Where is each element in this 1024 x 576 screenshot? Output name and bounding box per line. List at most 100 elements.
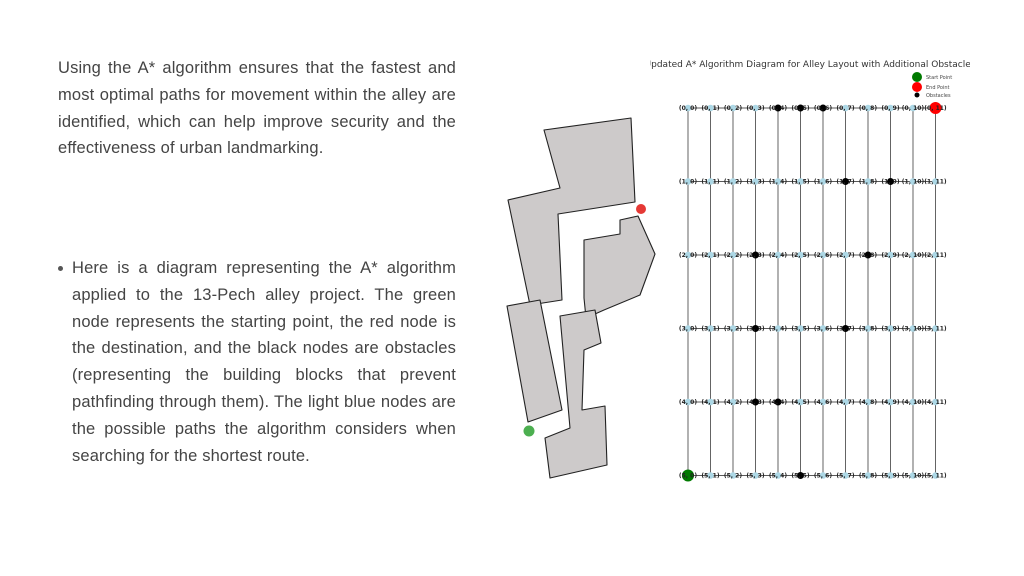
diagram-legend: Start Point End Point Obstacles <box>912 72 952 99</box>
path-node <box>797 325 804 332</box>
path-node <box>707 178 714 185</box>
path-node <box>909 104 917 112</box>
node-label: (2, 7) <box>836 252 854 259</box>
node-label: (5, 5) <box>791 473 809 480</box>
path-node <box>729 104 737 112</box>
diagram-title: Updated A* Algorithm Diagram for Alley L… <box>650 60 970 70</box>
node-label: (4, 2) <box>724 399 742 406</box>
path-node <box>684 398 692 406</box>
node-label: (1, 7) <box>836 179 854 186</box>
obstacle-node <box>842 178 849 185</box>
map-start-node <box>523 425 535 437</box>
node-label: (2, 2) <box>724 252 742 259</box>
node-label: (4, 4) <box>769 399 787 406</box>
node-label: (4, 9) <box>881 399 899 406</box>
path-node <box>797 178 804 185</box>
node-label: (4, 10) <box>902 399 925 406</box>
path-node <box>864 104 872 112</box>
node-label: (4, 5) <box>791 399 809 406</box>
node-label: (0, 2) <box>724 105 742 112</box>
path-node <box>797 398 804 406</box>
node-label: (2, 5) <box>791 252 809 259</box>
legend-start-icon <box>912 72 922 82</box>
path-node <box>887 325 894 332</box>
node-label: (3, 6) <box>814 326 832 333</box>
node-label: (5, 7) <box>836 473 854 480</box>
node-label: (2, 3) <box>746 252 764 259</box>
node-label: (3, 7) <box>836 326 854 333</box>
path-node <box>819 251 827 259</box>
path-node <box>887 104 894 112</box>
path-node <box>864 398 872 406</box>
node-label: (5, 4) <box>769 473 787 480</box>
node-label: (5, 11) <box>924 473 947 480</box>
node-label: (2, 10) <box>902 252 925 259</box>
node-label: (0, 5) <box>791 105 809 112</box>
path-node <box>797 251 804 259</box>
obstacle-node <box>752 325 759 332</box>
obstacle-node <box>864 251 872 259</box>
node-label: (1, 1) <box>701 179 719 186</box>
intro-text-block: Using the A* algorithm ensures that the … <box>58 55 456 162</box>
node-label: (2, 6) <box>814 252 832 259</box>
node-label: (1, 3) <box>746 179 764 186</box>
node-label: (3, 0) <box>679 326 697 333</box>
bullet-paragraph: Here is a diagram representing the A* al… <box>72 259 456 465</box>
node-label: (4, 3) <box>746 399 764 406</box>
node-label: (3, 10) <box>902 326 925 333</box>
legend-start-label: Start Point <box>926 75 952 81</box>
building-block-right <box>583 215 656 319</box>
path-node <box>752 472 759 479</box>
node-label: (0, 11) <box>924 105 947 112</box>
start-node <box>682 469 694 482</box>
obstacle-node <box>752 251 759 259</box>
intro-paragraph: Using the A* algorithm ensures that the … <box>58 59 456 158</box>
node-label: (0, 10) <box>902 105 925 112</box>
path-node <box>774 251 782 259</box>
legend-obstacle-label: Obstacles <box>926 93 951 99</box>
path-node <box>932 178 939 185</box>
node-label: (0, 0) <box>679 105 697 112</box>
node-label: (4, 1) <box>701 399 719 406</box>
building-block-bottom <box>544 309 608 479</box>
node-label: (3, 9) <box>881 326 899 333</box>
obstacle-node <box>752 398 759 406</box>
path-node <box>909 325 917 332</box>
path-node <box>932 251 939 259</box>
path-node <box>684 178 692 185</box>
path-node <box>707 398 714 406</box>
path-node <box>774 178 782 185</box>
node-label: (0, 9) <box>881 105 899 112</box>
node-label: (5, 6) <box>814 473 832 480</box>
path-node <box>932 398 939 406</box>
path-node <box>819 398 827 406</box>
path-node <box>864 178 872 185</box>
path-node <box>932 472 939 479</box>
path-node <box>684 104 692 112</box>
obstacle-node <box>774 398 782 406</box>
node-label: (1, 0) <box>679 179 697 186</box>
path-node <box>864 325 872 332</box>
alley-map-diagram <box>506 117 656 479</box>
node-label: (3, 2) <box>724 326 742 333</box>
path-node <box>842 398 849 406</box>
node-label: (3, 4) <box>769 326 787 333</box>
obstacle-node <box>887 178 894 185</box>
node-label: (5, 8) <box>859 473 877 480</box>
node-label: (3, 1) <box>701 326 719 333</box>
legend-end-label: End Point <box>926 85 950 91</box>
path-node <box>887 398 894 406</box>
path-node <box>684 251 692 259</box>
building-block-left <box>506 299 563 423</box>
path-node <box>842 104 849 112</box>
node-label: (1, 10) <box>902 179 925 186</box>
path-node <box>752 104 759 112</box>
path-node <box>864 472 872 479</box>
node-label: (3, 5) <box>791 326 809 333</box>
path-node <box>707 251 714 259</box>
node-label: (4, 8) <box>859 399 877 406</box>
obstacle-node <box>797 472 804 479</box>
node-label: (3, 11) <box>924 326 947 333</box>
path-node <box>707 472 714 479</box>
node-label: (0, 7) <box>836 105 854 112</box>
